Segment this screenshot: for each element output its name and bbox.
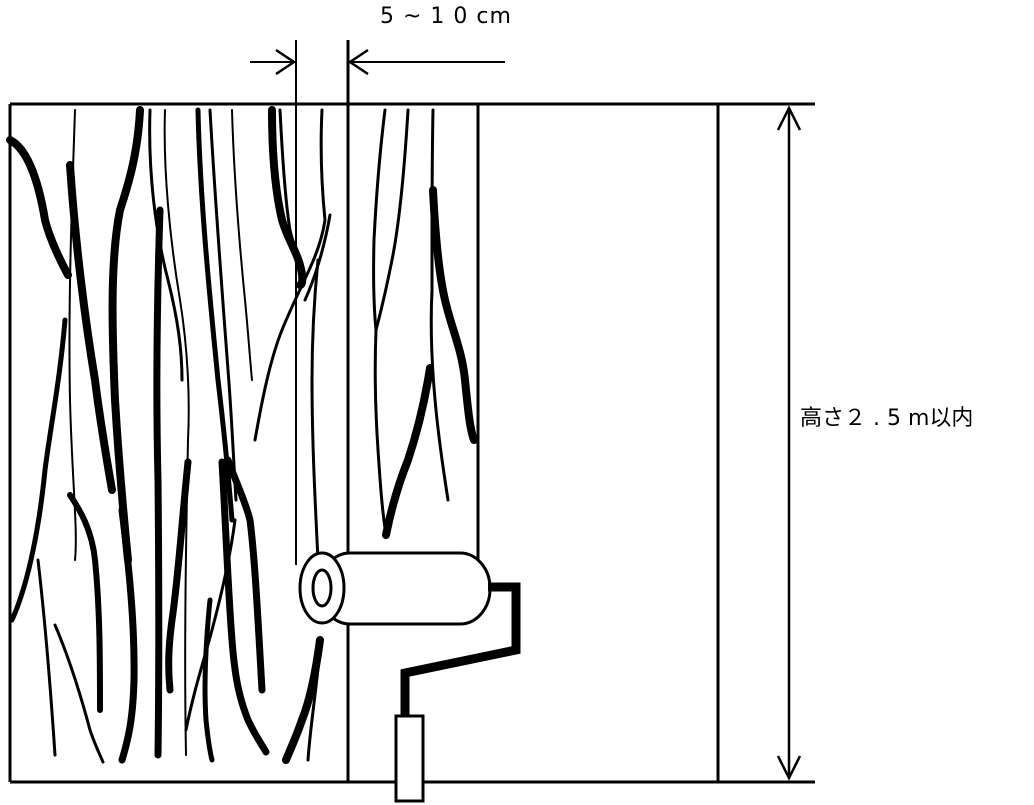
streak xyxy=(218,458,270,756)
streak xyxy=(310,258,320,562)
streak xyxy=(373,328,388,537)
streak xyxy=(382,364,434,539)
overlap-dimension xyxy=(250,40,505,565)
roller-cylinder xyxy=(318,551,492,626)
roller-frame xyxy=(400,582,521,718)
streak xyxy=(372,108,387,332)
roller-handle xyxy=(394,714,425,803)
streak xyxy=(148,108,184,382)
streak xyxy=(67,492,103,713)
streak xyxy=(53,623,105,764)
height-dimension xyxy=(776,105,802,781)
streak xyxy=(184,518,237,732)
streak xyxy=(374,108,410,332)
streak xyxy=(429,186,478,444)
roller-axle-hole xyxy=(311,568,333,608)
paint-streaks xyxy=(6,106,478,764)
height-bottom-arrowhead xyxy=(776,755,802,781)
paint-roller xyxy=(298,551,521,803)
streak xyxy=(9,317,68,623)
streak xyxy=(6,136,72,279)
streak xyxy=(268,106,307,289)
streak xyxy=(66,161,116,494)
streak xyxy=(282,636,324,764)
streak xyxy=(108,106,144,564)
streak xyxy=(118,506,138,764)
height-limit-label: 高さ２ . 5 m以内 xyxy=(800,406,974,431)
streak xyxy=(208,108,238,502)
overlap-right-arrowhead xyxy=(347,48,369,76)
streak xyxy=(303,213,332,302)
streak xyxy=(184,439,189,756)
streak xyxy=(224,456,266,694)
streak xyxy=(202,597,215,763)
streak xyxy=(36,558,57,757)
overlap-width-label: 5 ~ 1 0 cm xyxy=(380,4,512,29)
wall-outline xyxy=(8,40,815,784)
streak xyxy=(163,109,190,441)
streak xyxy=(253,108,327,442)
streak xyxy=(306,648,322,762)
streak xyxy=(278,108,302,262)
streak xyxy=(430,108,435,292)
streak xyxy=(231,109,253,381)
height-top-arrowhead xyxy=(776,105,802,131)
streak xyxy=(153,206,164,759)
streak xyxy=(429,288,450,502)
overlap-left-arrowhead xyxy=(275,48,297,76)
streak xyxy=(165,458,192,694)
